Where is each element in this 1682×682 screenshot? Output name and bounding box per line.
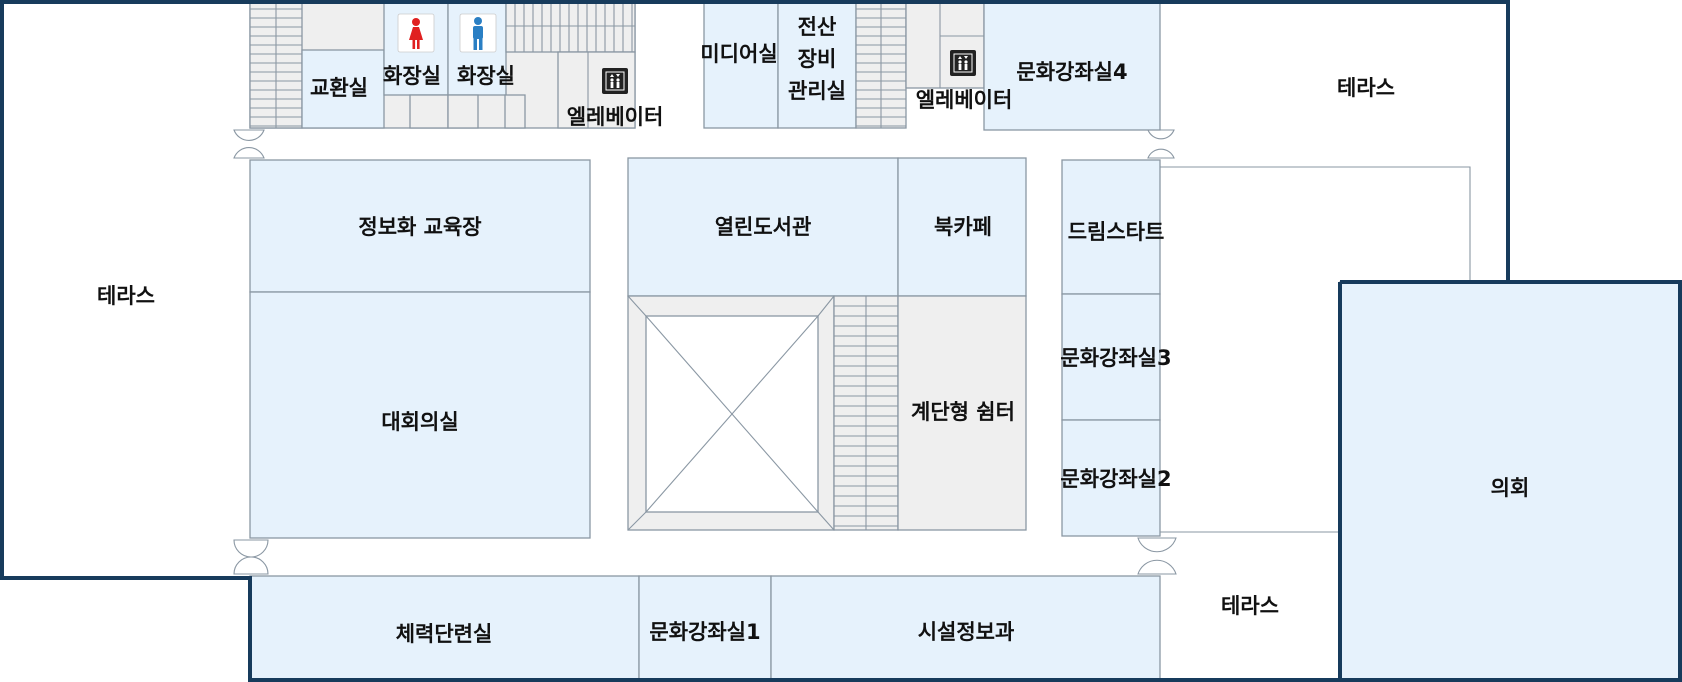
label-terrace-top-right: 테라스 [1337, 76, 1395, 100]
stairs-icon [249, 0, 303, 129]
stairs-icon [505, 0, 636, 53]
label-it-room-line1: 전산 [798, 15, 837, 39]
elevator-icon [950, 50, 976, 76]
media-room [703, 0, 779, 129]
atrium-void [627, 295, 835, 531]
label-terrace-bottom: 테라스 [1221, 594, 1279, 618]
label-info-education: 정보화 교육장 [358, 215, 481, 239]
exchange-room [301, 49, 385, 129]
door-swing-icon [1137, 537, 1177, 575]
label-media-room: 미디어실 [700, 42, 777, 66]
label-dream-start: 드림스타트 [1068, 220, 1165, 244]
info-education-room [249, 159, 591, 293]
culture-room-2 [1061, 419, 1161, 537]
assembly-hall [1339, 281, 1681, 681]
label-it-room-line3: 관리실 [788, 79, 846, 103]
label-conference-hall: 대회의실 [381, 410, 458, 434]
label-terrace-left: 테라스 [97, 284, 155, 308]
culture-room-4 [983, 0, 1161, 131]
label-restroom-men: 화장실 [457, 64, 515, 88]
label-it-room-line2: 장비 [798, 47, 837, 71]
label-step-shelter: 계단형 쉼터 [911, 400, 1015, 424]
facility-info-office [770, 575, 1161, 681]
dream-start-room [1061, 159, 1161, 295]
step-shelter [897, 295, 1027, 531]
label-assembly: 의회 [1491, 476, 1530, 500]
stairs-icon [833, 295, 899, 531]
terrace-railing [1160, 166, 1471, 282]
it-equipment-room [777, 0, 857, 129]
elevator-icon [602, 68, 628, 94]
label-culture-room-2: 문화강좌실2 [1060, 467, 1171, 491]
restroom-men-icon [459, 13, 497, 53]
door-swing-icon [233, 129, 265, 159]
label-culture-room-3: 문화강좌실3 [1060, 346, 1171, 370]
label-facility-info: 시설정보과 [918, 620, 1015, 644]
label-fitness-room: 체력단련실 [396, 622, 493, 646]
label-elevator-right: 엘레베이터 [916, 88, 1013, 112]
door-swing-icon [233, 539, 269, 575]
label-restroom-women: 화장실 [383, 64, 441, 88]
label-culture-room-4: 문화강좌실4 [1016, 60, 1127, 84]
stairs-icon [855, 0, 907, 129]
label-open-library: 열린도서관 [715, 215, 812, 239]
book-cafe [897, 157, 1027, 297]
label-elevator-left: 엘레베이터 [567, 105, 664, 129]
door-swing-icon [1147, 129, 1175, 159]
label-book-cafe: 북카페 [934, 215, 992, 239]
restroom-women-icon [397, 13, 435, 53]
culture-room-1 [638, 575, 772, 681]
label-exchange-room: 교환실 [310, 76, 368, 100]
label-culture-room-1: 문화강좌실1 [649, 620, 760, 644]
fitness-room [249, 575, 640, 681]
culture-room-3 [1061, 293, 1161, 421]
conference-hall [249, 291, 591, 539]
